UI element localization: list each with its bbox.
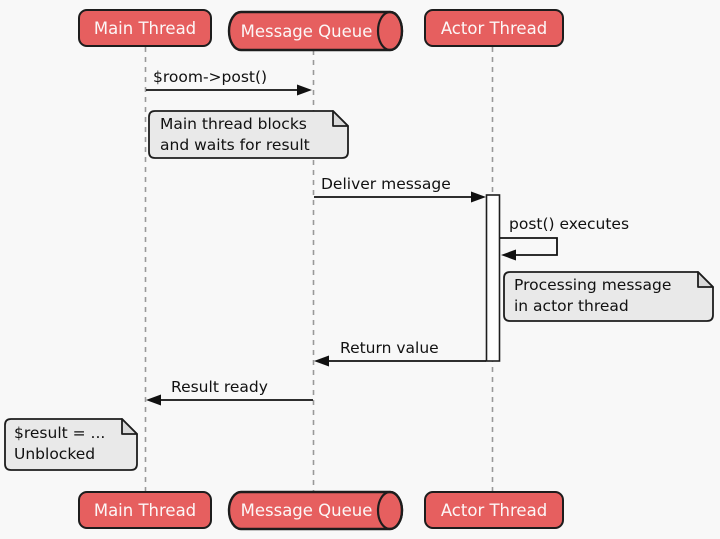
note-shape-unblocked (4, 418, 138, 471)
note-text-main-blocks: Main thread blocks and waits for result (160, 115, 310, 154)
message-label-post-executes: post() executes (509, 215, 630, 233)
participant-label: Actor Thread (440, 18, 548, 38)
queue-cylinder-bottom-rim (376, 490, 404, 531)
participant-actor-thread-bottom: Actor Thread (424, 491, 564, 529)
arrowhead-result-ready (146, 394, 161, 406)
arrowhead-post-executes (501, 249, 516, 261)
arrowhead-return-value (314, 355, 329, 367)
note-shape-processing (503, 271, 714, 322)
note-fold-processing (697, 271, 714, 288)
activation-bar-actor-thread (485, 194, 501, 362)
arrowhead-room-post (297, 84, 312, 96)
arrowhead-deliver-message (471, 191, 486, 203)
note-text-processing: Processing message in actor thread (514, 276, 672, 315)
message-label-deliver-message: Deliver message (321, 175, 451, 193)
participant-actor-thread-top: Actor Thread (424, 9, 564, 47)
note-fold-main-blocks (332, 110, 349, 127)
participant-main-thread-bottom: Main Thread (78, 491, 212, 529)
participant-label: Main Thread (93, 500, 197, 520)
participant-message-queue-bottom: Message Queue (229, 492, 384, 529)
participant-label: Actor Thread (440, 500, 548, 520)
message-label-return-value: Return value (340, 339, 439, 357)
participant-label: Message Queue (240, 501, 373, 520)
arrow-post-executes-self-loop (500, 237, 558, 256)
participant-label: Message Queue (240, 21, 373, 41)
participant-message-queue-top: Message Queue (229, 12, 384, 50)
note-text-unblocked: $result = ... Unblocked (14, 424, 106, 463)
queue-cylinder-top-rim (376, 10, 404, 52)
note-fold-unblocked (121, 418, 138, 435)
participant-main-thread-top: Main Thread (78, 9, 212, 47)
message-label-room-post: $room->post() (153, 68, 268, 86)
message-label-result-ready: Result ready (171, 378, 268, 396)
participant-label: Main Thread (93, 18, 197, 38)
note-shape-main-blocks (148, 110, 349, 159)
